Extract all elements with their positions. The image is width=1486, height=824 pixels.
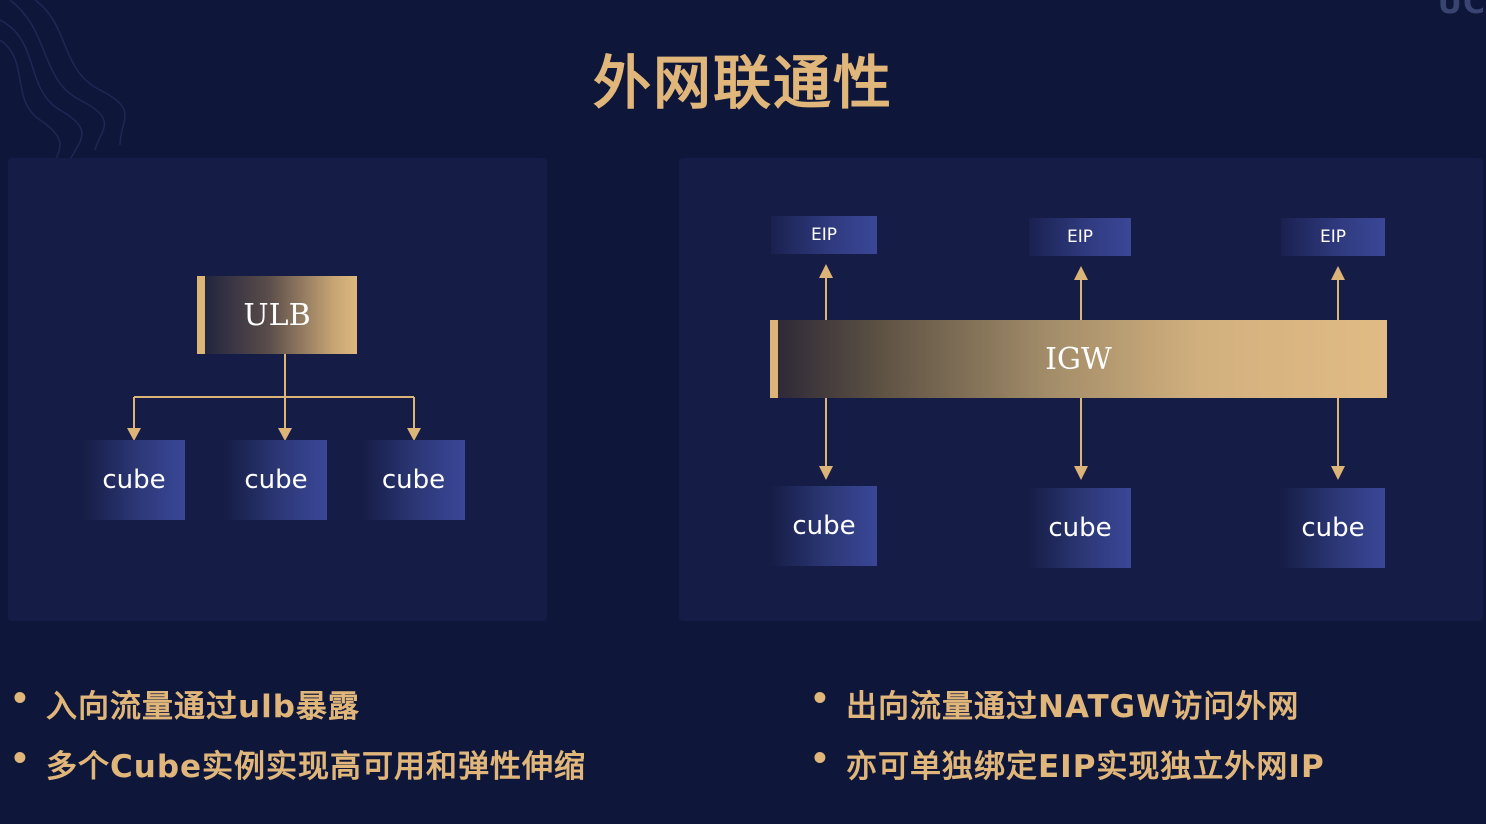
ulb-node: ULB (197, 276, 357, 354)
left-cube-1: cube (83, 440, 185, 520)
left-cube-2: cube (225, 440, 327, 520)
bullet-dot-icon: • (10, 741, 31, 777)
eip-node-2: EIP (1029, 218, 1131, 256)
igw-accent-edge (770, 320, 778, 398)
eip-label: EIP (810, 225, 837, 245)
bullet-text: 亦可单独绑定EIP实现独立外网IP (846, 749, 1325, 785)
eip-node-3: EIP (1281, 218, 1385, 256)
bullet-text: 多个Cube实例实现高可用和弹性伸缩 (46, 749, 587, 785)
cube-label: cube (102, 465, 166, 495)
brand-logo: UC (1437, 0, 1486, 21)
eip-label: EIP (1319, 227, 1346, 247)
page-title: 外网联通性 (592, 49, 893, 117)
cube-label: cube (381, 465, 446, 495)
bullet-inbound-traffic: • 入向流量通过ulb暴露 (10, 681, 360, 726)
igw-node: IGW (770, 320, 1387, 398)
bullet-dot-icon: • (810, 681, 831, 717)
bullet-high-availability: • 多个Cube实例实现高可用和弹性伸缩 (10, 741, 587, 786)
cube-label: cube (1301, 513, 1365, 543)
cube-label: cube (244, 465, 308, 495)
ulb-diagram-panel (8, 158, 547, 621)
cube-label: cube (792, 511, 856, 541)
bullet-eip-binding: • 亦可单独绑定EIP实现独立外网IP (810, 741, 1325, 786)
right-cube-2: cube (1029, 488, 1131, 568)
bullet-dot-icon: • (810, 741, 831, 777)
bullet-text: 入向流量通过ulb暴露 (46, 689, 360, 725)
bullet-text: 出向流量通过NATGW访问外网 (846, 689, 1300, 725)
bullet-dot-icon: • (10, 681, 31, 717)
right-cube-1: cube (771, 486, 877, 566)
ulb-label: ULB (243, 297, 311, 333)
cube-label: cube (1048, 513, 1112, 543)
ulb-accent-edge (197, 276, 205, 354)
eip-label: EIP (1066, 227, 1093, 247)
left-cube-3: cube (362, 440, 465, 520)
bullet-outbound-traffic: • 出向流量通过NATGW访问外网 (810, 681, 1300, 726)
right-cube-3: cube (1281, 488, 1385, 568)
igw-label: IGW (1045, 341, 1112, 377)
eip-node-1: EIP (771, 216, 877, 254)
